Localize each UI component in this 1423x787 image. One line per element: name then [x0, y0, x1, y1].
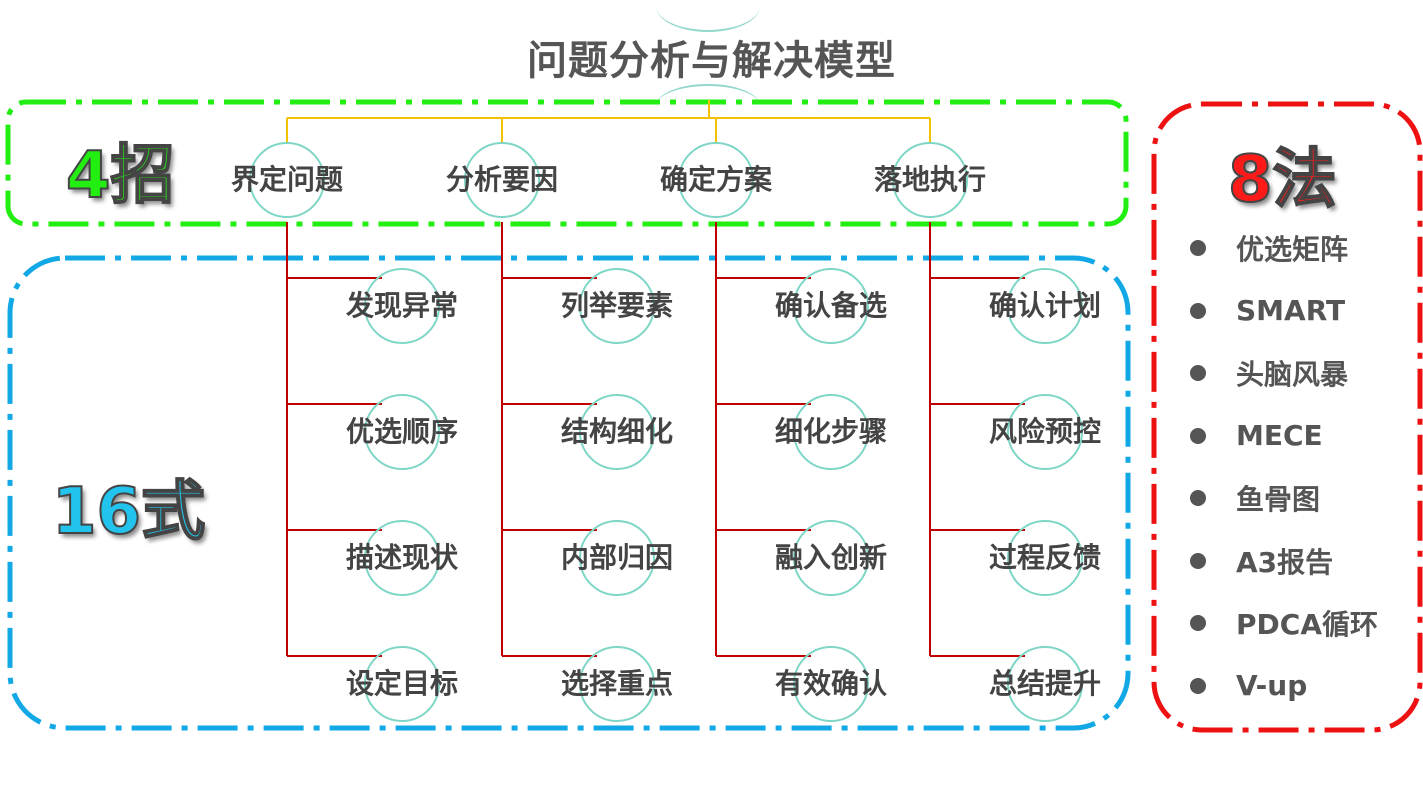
sub-circle — [1007, 646, 1083, 722]
sub-circle — [1007, 268, 1083, 344]
sub-label: 选择重点 — [560, 667, 673, 700]
red-frame — [1151, 101, 1423, 733]
sub-label: 融入创新 — [774, 541, 887, 574]
bullet-icon — [1190, 365, 1206, 381]
sub-circle — [364, 268, 440, 344]
sub-label: 设定目标 — [345, 667, 458, 700]
step-circle — [464, 142, 540, 218]
sub-circle — [579, 520, 655, 596]
sub-circle — [793, 520, 869, 596]
method-item: A3报告 — [1190, 543, 1333, 579]
step-label: 界定问题 — [230, 163, 343, 196]
sub-circle — [364, 646, 440, 722]
sub-circle — [793, 268, 869, 344]
sub-label: 描述现状 — [345, 541, 458, 574]
step-circle — [249, 142, 325, 218]
sub-label: 总结提升 — [988, 667, 1101, 700]
step-circle — [678, 142, 754, 218]
method-item: 优选矩阵 — [1190, 230, 1348, 266]
bullet-icon — [1190, 240, 1206, 256]
sub-label: 过程反馈 — [988, 541, 1101, 574]
step-circle — [892, 142, 968, 218]
sub-label: 确认计划 — [988, 289, 1101, 322]
method-label: A3报告 — [1236, 545, 1334, 579]
method-label: SMART — [1236, 294, 1346, 327]
sub-circle — [793, 394, 869, 470]
title-bottom-arc — [656, 84, 760, 106]
method-item: 鱼骨图 — [1190, 480, 1320, 516]
tree-connectors — [286, 100, 1025, 657]
method-label: 鱼骨图 — [1236, 483, 1321, 516]
sub-label: 内部归因 — [560, 541, 673, 574]
page-title: 问题分析与解决模型 — [527, 38, 896, 84]
method-item: SMART — [1190, 293, 1345, 329]
sub-circle — [1007, 520, 1083, 596]
label-8-fa: 8法 — [1227, 142, 1338, 218]
method-label: 头脑风暴 — [1236, 358, 1349, 391]
sub-circle — [579, 646, 655, 722]
method-label: 优选矩阵 — [1236, 233, 1349, 266]
sub-circle — [364, 520, 440, 596]
sub-circle — [1007, 394, 1083, 470]
bullet-icon — [1190, 427, 1206, 444]
method-label: V-up — [1236, 669, 1308, 702]
method-item: MECE — [1190, 418, 1323, 454]
method-item: V-up — [1190, 668, 1307, 704]
sub-label: 有效确认 — [774, 667, 887, 700]
sub-label: 发现异常 — [345, 289, 458, 322]
step-label: 确定方案 — [659, 163, 772, 196]
green-frame — [5, 99, 1129, 227]
method-label: MECE — [1236, 419, 1323, 452]
sub-circle — [793, 646, 869, 722]
label-4-zhao: 4招 — [65, 138, 176, 214]
bullet-icon — [1190, 552, 1206, 569]
bullet-icon — [1190, 615, 1206, 631]
sub-label: 优选顺序 — [345, 415, 458, 448]
bullet-icon — [1190, 677, 1206, 694]
sub-circle — [364, 394, 440, 470]
bullet-icon — [1190, 490, 1206, 506]
step-label: 分析要因 — [445, 163, 558, 196]
method-label: PDCA循环 — [1236, 608, 1378, 641]
step-label: 落地执行 — [873, 163, 986, 196]
label-16-shi: 16式 — [51, 474, 206, 550]
sub-label: 结构细化 — [560, 415, 673, 448]
sub-circle — [579, 268, 655, 344]
method-item: 头脑风暴 — [1190, 355, 1348, 391]
blue-frame — [7, 255, 1131, 731]
sub-label: 风险预控 — [988, 415, 1101, 448]
bullet-icon — [1190, 302, 1206, 319]
title-top-arc — [656, 6, 760, 32]
sub-label: 细化步骤 — [774, 415, 887, 448]
sub-label: 确认备选 — [774, 289, 887, 322]
method-item: PDCA循环 — [1190, 605, 1378, 641]
sub-circle — [579, 394, 655, 470]
sub-label: 列举要素 — [560, 289, 673, 322]
